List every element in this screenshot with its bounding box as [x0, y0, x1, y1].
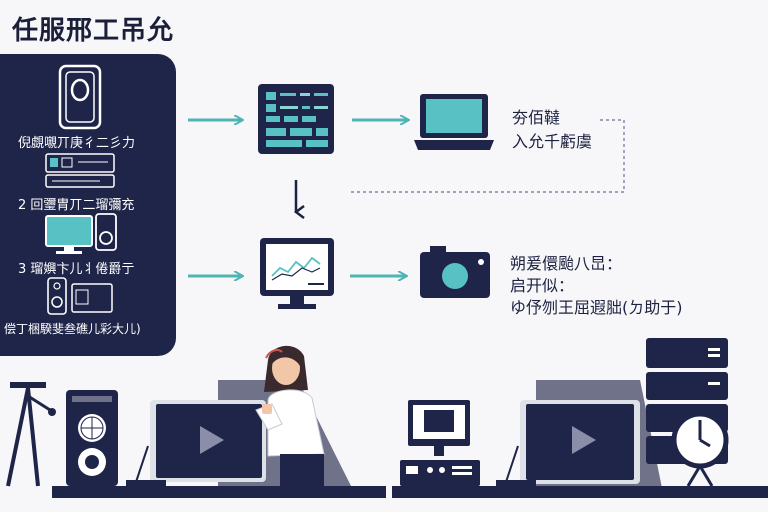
clock-icon: [671, 411, 729, 487]
panel-label-1: 倪覷嚫丌庚彳二彡力: [18, 136, 136, 151]
camera-icon: [420, 246, 490, 298]
video-screen-left: [150, 400, 266, 482]
laptop-caption-2: 入允千虧虞: [512, 132, 593, 151]
monitor-speaker-icon: [45, 213, 117, 254]
person-illustration: [255, 345, 325, 488]
dashboard-icon: [258, 84, 334, 154]
speaker-icon: [58, 64, 102, 130]
desk-mic-left: [126, 445, 166, 486]
camera-caption-2: 启开似：: [510, 276, 575, 295]
stacked-devices-icon: [45, 153, 115, 188]
panel-label-4: 偿丁梱騤斐叁礁儿彩大儿): [4, 322, 141, 336]
camera-caption-1: 朔爰儇颱八旵：: [510, 254, 623, 273]
speaker-amp-icon: [47, 277, 113, 315]
panel-label-3: 3 瑠嬹卞儿丬倦爵亍: [18, 262, 135, 277]
laptop-caption-1: 夯佰韃: [512, 108, 561, 127]
panel-label-2: 2 回瓕胄丌二瑠彌充: [18, 198, 135, 213]
dotted-connector: [348, 119, 625, 193]
play-icon: [572, 426, 596, 454]
video-screen-right: [520, 400, 640, 484]
monitor-chart-icon: [260, 238, 334, 309]
play-icon: [200, 426, 224, 454]
small-monitor-icon: [408, 400, 470, 456]
desk-right: [392, 486, 768, 498]
speaker-tower-icon: [66, 390, 118, 486]
mic-stand-icon: [6, 382, 56, 487]
desk-left: [52, 486, 386, 498]
desk-mic-right: [496, 445, 536, 486]
page-title: 任服邢工吊允: [12, 16, 175, 46]
laptop-icon: [414, 94, 494, 150]
mixer-console-icon: [400, 460, 480, 486]
camera-caption-3: ゆ伃刎王屈遐胐(ㄉ助于): [510, 298, 683, 317]
